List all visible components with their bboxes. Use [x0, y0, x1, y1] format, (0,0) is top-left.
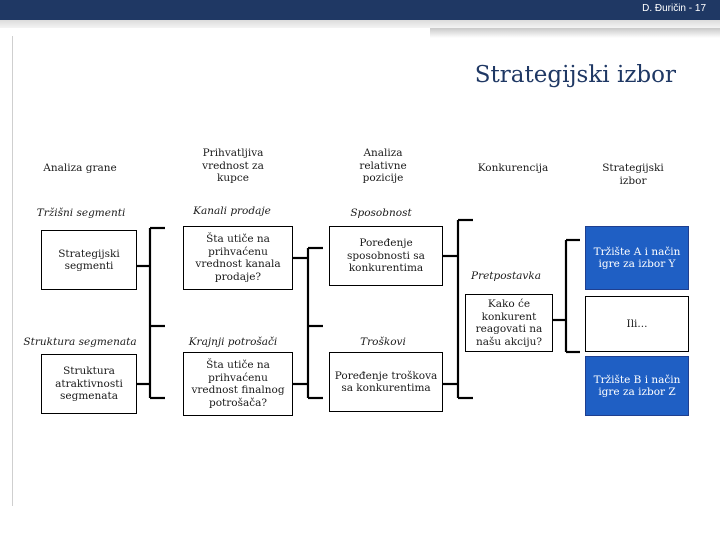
box-sta-utice-kanal: Šta utiče na prihvaćenu vrednost kanala … [183, 226, 293, 290]
label-trzisni-segmenti: Tržišni segmenti [36, 207, 126, 219]
top-bar: D. Đuričin - 17 [0, 0, 720, 20]
label-kanali-prodaje: Kanali prodaje [193, 205, 271, 217]
box-struktura-atraktivnosti: Struktura atraktivnosti segmenata [41, 354, 137, 414]
header-band-accent [430, 28, 720, 38]
box-kako-ce-konkurent: Kako će konkurent reagovati na našu akci… [465, 294, 553, 352]
box-poredjenje-sposobnosti: Poređenje sposobnosti sa konkurentima [329, 226, 443, 286]
box-poredjenje-troskova: Poređenje troškova sa konkurentima [329, 352, 443, 412]
page-number: D. Đuričin - 17 [642, 3, 706, 14]
left-rule [12, 36, 13, 506]
label-struktura-segmenata: Struktura segmenata [23, 336, 137, 348]
header-analiza-grane: Analiza grane [43, 162, 117, 174]
label-pretpostavka: Pretpostavka [471, 270, 541, 282]
label-troskovi: Troškovi [360, 336, 406, 348]
box-strategijski-segmenti: Strategijski segmenti [41, 230, 137, 290]
box-trziste-b: Tržište B i način igre za izbor Z [585, 356, 689, 416]
header-band [0, 20, 720, 28]
header-analiza-pozicije: Analiza relativne pozicije [359, 147, 407, 184]
label-krajnji-potrosaci: Krajnji potrošači [188, 336, 278, 348]
box-trziste-a: Tržište A i način igre za izbor Y [585, 226, 689, 290]
header-strategijski-izbor: Strategijski izbor [602, 162, 664, 187]
slide-title: Strategijski izbor [474, 62, 676, 88]
box-ili: Ili... [585, 296, 689, 352]
header-prihvatljiva-vrednost: Prihvatljiva vrednost za kupce [202, 147, 264, 184]
box-sta-utice-finalni: Šta utiče na prihvaćenu vrednost finalno… [183, 352, 293, 416]
label-sposobnost: Sposobnost [350, 207, 412, 219]
header-konkurencija: Konkurencija [477, 162, 549, 174]
